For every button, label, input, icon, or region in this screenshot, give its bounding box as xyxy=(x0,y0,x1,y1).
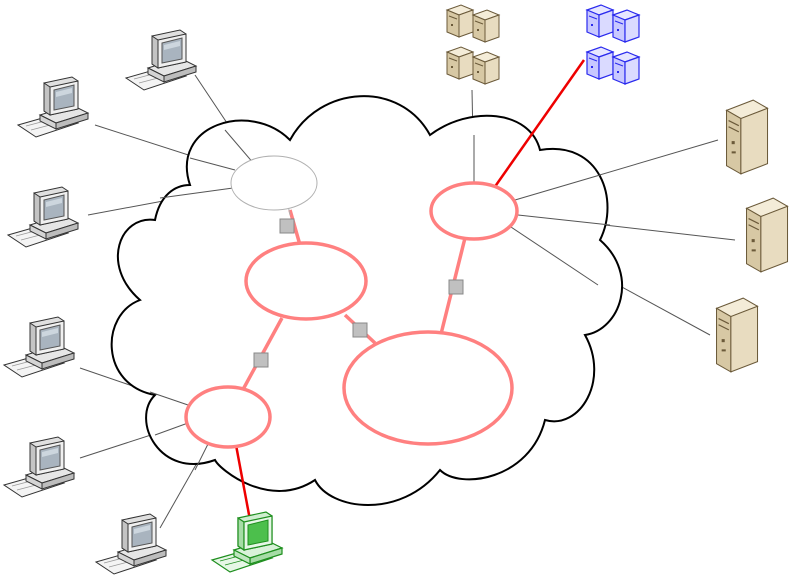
tower-server-icon[interactable] xyxy=(715,297,759,373)
inner-link-srv2 xyxy=(517,214,611,226)
tower-server-icon[interactable] xyxy=(725,99,769,175)
inner-links xyxy=(149,129,611,471)
switches xyxy=(253,218,464,368)
server-rack-1[interactable] xyxy=(446,4,500,85)
inner-link-ws1 xyxy=(224,129,256,166)
ring-top-right xyxy=(429,181,519,241)
inner-link-ws4 xyxy=(149,391,189,406)
server-rack-icon xyxy=(446,4,474,38)
server-rack-highlighted[interactable] xyxy=(586,4,640,85)
inner-link-ws5 xyxy=(154,422,189,436)
network-cloud xyxy=(110,95,624,506)
desktop-computer-icon[interactable] xyxy=(3,436,75,498)
ring-center xyxy=(244,241,368,321)
desktop-computer-icon[interactable] xyxy=(125,29,197,91)
ring-top-left-faded xyxy=(230,155,318,211)
tower-server-icon[interactable] xyxy=(745,197,789,273)
active-link-workstation xyxy=(234,444,252,521)
server-rack-icon xyxy=(612,51,640,85)
desktop-computer-icon[interactable] xyxy=(95,513,167,575)
tower-servers xyxy=(715,99,789,373)
ring-large xyxy=(342,330,514,446)
inner-link-ws2 xyxy=(189,157,236,171)
ring-bottom-left xyxy=(184,385,272,449)
inner-link-srv1 xyxy=(514,174,601,201)
desktop-computer-icon[interactable] xyxy=(7,186,79,248)
server-rack-icon xyxy=(586,4,614,38)
switch-1 xyxy=(279,218,295,234)
trunk-top-left xyxy=(288,209,302,246)
server-rack-icon xyxy=(586,46,614,80)
desktop-computer-icon[interactable] xyxy=(211,511,283,573)
switch-4 xyxy=(253,352,269,368)
desktop-computer-icon[interactable] xyxy=(3,316,75,378)
switch-2 xyxy=(448,279,464,295)
server-rack-icon xyxy=(472,9,500,43)
desktop-computer-icon[interactable] xyxy=(17,76,89,138)
switch-3 xyxy=(352,322,368,338)
inner-link-srv3 xyxy=(507,224,599,286)
server-rack-icon xyxy=(612,9,640,43)
active-link-server xyxy=(492,59,586,189)
server-rack-icon xyxy=(472,51,500,85)
inner-link-ws3 xyxy=(159,187,234,199)
server-rack-icon xyxy=(446,46,474,80)
